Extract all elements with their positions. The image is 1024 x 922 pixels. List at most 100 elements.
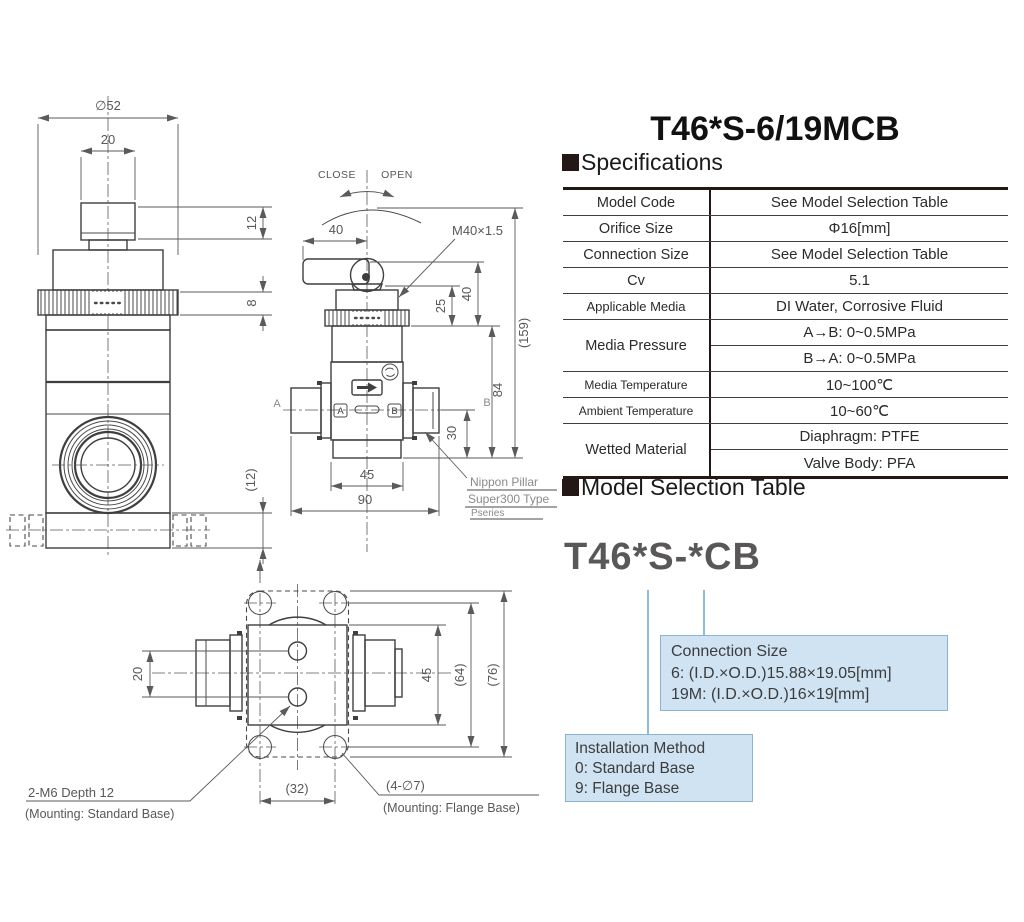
open-label: OPEN [381,169,413,181]
top-body [247,624,348,726]
front-knob-height-dim: 12 [244,216,259,230]
connection-size-option: 19M: (I.D.×O.D.)16×19[mm] [671,686,870,703]
row-value: Valve Body: PFA [803,454,916,472]
top-view-drawing: 20 45 (64) (76) (32) 2-M6 Depth 12 (Moun… [25,560,539,821]
m6-hole-lower [287,687,308,707]
connection-size-box: Connection Size 6: (I.D.×O.D.)15.88×19.0… [660,635,948,711]
table-row: Orifice Size Φ16[mm] [563,216,1008,242]
side-handle [302,257,385,293]
specifications-header: Specifications [562,149,723,176]
nameplate-slot [354,405,380,414]
side-dim30: 30 [444,426,459,440]
side-a-label: A [273,398,281,410]
m6-callout: 2-M6 Depth 12 [28,785,114,800]
row-label: Media Pressure [563,320,711,371]
row-label: Ambient Temperature [563,398,711,423]
front-ring-height-dim: 8 [244,299,259,306]
side-dim40: 40 [459,287,474,301]
installation-method-option: 0: Standard Base [575,760,695,777]
row-value: Diaphragm: PTFE [711,424,1008,450]
row-value: Φ16[mm] [828,220,891,237]
m6-callout-note: (Mounting: Standard Base) [25,807,174,821]
front-base [45,512,171,549]
port-b-label: B [391,406,397,417]
row-value: B→A: 0~0.5MPa [803,349,916,367]
front-hidden-ports [6,514,210,547]
side-view-drawing: CLOSE OPEN 40 M40×1.5 [273,169,557,552]
connection-size-option: 6: (I.D.×O.D.)15.88×19.05[mm] [671,664,892,682]
maker-line2: Super300 Type [468,492,550,506]
section-marker-icon [562,154,579,171]
top-port-right [352,631,403,720]
m6-hole-upper [287,641,308,661]
side-dim84: 84 [490,383,505,397]
bonnet-arc-bottom [269,724,326,733]
table-row: Connection Size See Model Selection Tabl… [563,242,1008,268]
thread-spec-label: M40×1.5 [452,223,503,238]
table-row: Media Temperature 10~100℃ [563,372,1008,398]
side-dim25: 25 [433,299,448,313]
model-title: T46*S-6/19MCB [650,110,900,148]
table-row: Cv 5.1 [563,268,1008,294]
handle-length-dim: 40 [329,222,343,237]
top-dim64: (64) [452,663,467,686]
connector-line-connection [703,590,705,635]
row-value: 10~100℃ [825,376,894,394]
section-marker-icon [562,479,579,496]
top-hole-pitch-dim: 20 [130,667,145,681]
row-label: Wetted Material [563,424,711,476]
row-label: Connection Size [563,242,711,267]
brand-mark-icon [381,363,399,381]
top-body-dim: 45 [419,668,434,682]
connector-line-installation [647,590,649,734]
row-value: See Model Selection Table [770,246,949,263]
row-value: 5.1 [849,272,870,289]
port-a-box [333,403,348,418]
bolt-hole-callout-note: (Mounting: Flange Base) [383,801,520,815]
flange-bolt-holes [244,591,351,759]
installation-method-option: 9: Flange Base [575,780,680,797]
top-dim32: (32) [285,781,308,796]
installation-method-box: Installation Method 0: Standard Base 9: … [565,734,753,802]
specifications-table: Model Code See Model Selection Table Ori… [563,187,1008,479]
installation-method-title: Installation Method [575,740,706,757]
side-port-left [290,381,332,440]
rotation-arrow [339,189,395,198]
flange-base-outline [245,590,350,758]
port-a-label: A [337,406,344,417]
close-label: CLOSE [318,169,356,181]
table-row: Wetted Material Diaphragm: PTFE Valve Bo… [563,424,1008,476]
maker-line1: Nippon Pillar [470,475,538,489]
bolt-hole-callout: (4-∅7) [386,778,425,793]
row-label: Media Temperature [563,372,711,397]
side-port-right [402,381,440,440]
row-value: A→B: 0~0.5MPa [711,320,1008,346]
front-view-drawing: ∅52 20 12 8 (12) [6,96,272,564]
top-port-left [195,631,243,720]
maker-line3: Pseries [471,508,504,519]
connection-size-title: Connection Size [671,643,788,660]
model-selection-header: Model Selection Table [562,474,806,501]
model-code: T46*S-*CB [564,536,761,578]
front-base-height-dim: (12) [243,468,258,491]
front-dia-dim: ∅52 [95,98,121,113]
port-b-box [387,403,402,418]
side-body-width-dim: 45 [360,467,374,482]
model-selection-header-label: Model Selection Table [581,474,806,500]
side-b-label: B [483,397,490,409]
table-row: Media Pressure A→B: 0~0.5MPa B→A: 0~0.5M… [563,320,1008,372]
table-row: Ambient Temperature 10~60℃ [563,398,1008,424]
row-label: Model Code [563,190,711,215]
row-label: Applicable Media [563,294,711,319]
row-value: 10~60℃ [830,402,889,420]
side-base [332,439,402,459]
table-row: Model Code See Model Selection Table [563,190,1008,216]
table-row: Applicable Media DI Water, Corrosive Flu… [563,294,1008,320]
row-value: DI Water, Corrosive Fluid [776,298,943,315]
flow-arrow-box [351,379,383,396]
top-dim76: (76) [485,663,500,686]
row-value: See Model Selection Table [770,194,949,211]
technical-drawings: ∅52 20 12 8 (12) [6,96,557,821]
flow-arrow-icon [357,382,377,393]
